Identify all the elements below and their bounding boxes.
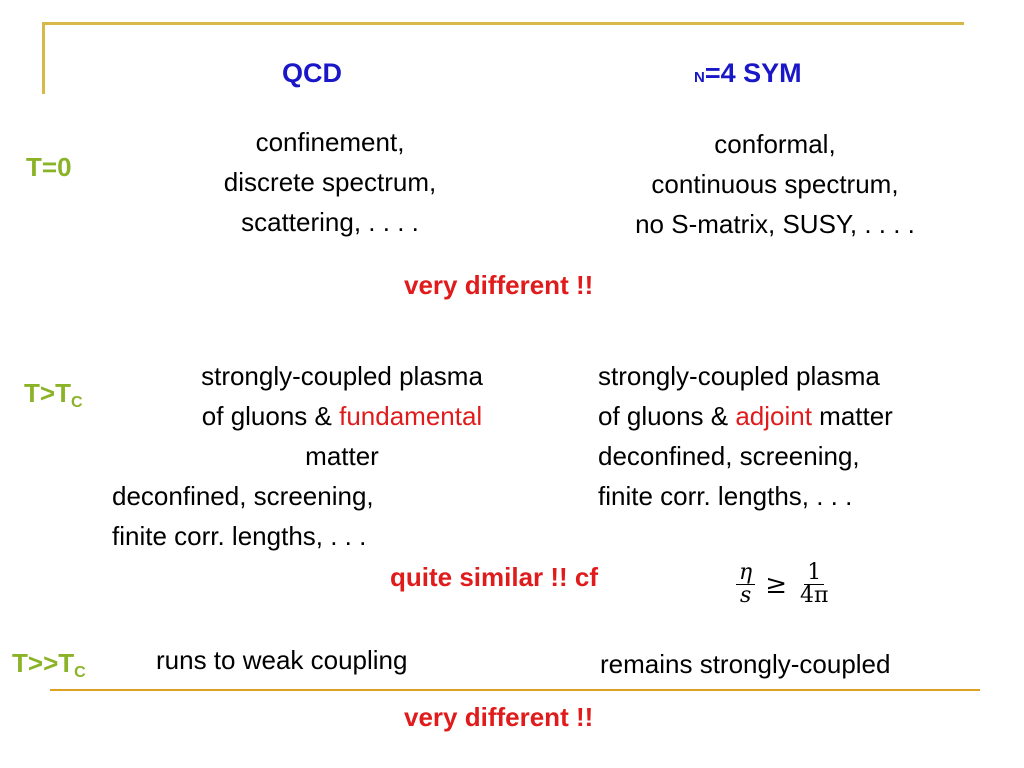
qcd-ttc-cell: strongly-coupled plasma of gluons & fund… bbox=[150, 356, 534, 476]
text-line: matter bbox=[305, 441, 379, 471]
verdict-ttc: quite similar !! cf bbox=[390, 562, 599, 592]
left-rule bbox=[42, 22, 45, 94]
text-line: no S-matrix, SUSY, . . . . bbox=[635, 209, 915, 239]
text-line: scattering, . . . . bbox=[241, 207, 419, 237]
fundamental-highlight: fundamental bbox=[339, 401, 483, 431]
adjoint-highlight: adjoint bbox=[735, 401, 812, 431]
text-line: deconfined, screening, bbox=[598, 441, 860, 471]
script-n-symbol: N bbox=[694, 69, 705, 86]
verdict-tggtc: very different !! bbox=[404, 702, 594, 732]
text-line: continuous spectrum, bbox=[651, 169, 899, 199]
sym-t0-cell: conformal, continuous spectrum, no S-mat… bbox=[570, 124, 980, 244]
sym-tggtc-cell: remains strongly-coupled bbox=[600, 649, 891, 679]
row-label-ttc: T>TC bbox=[24, 378, 83, 411]
eta-over-s: η s bbox=[736, 562, 756, 607]
text-line: discrete spectrum, bbox=[223, 167, 437, 197]
geq-symbol: ≥ bbox=[765, 569, 787, 600]
text-line: strongly-coupled plasma bbox=[598, 361, 880, 391]
sym-ttc-cell: strongly-coupled plasma of gluons & adjo… bbox=[598, 356, 998, 516]
viscosity-bound-formula: η s ≥ 1 4π bbox=[736, 562, 831, 607]
qcd-tggtc-cell: runs to weak coupling bbox=[156, 645, 408, 675]
text-line: conformal, bbox=[714, 129, 836, 159]
text-line: of gluons & fundamental bbox=[201, 401, 483, 431]
text-line: confinement, bbox=[255, 127, 405, 157]
row-label-t0: T=0 bbox=[26, 152, 72, 182]
verdict-t0: very different !! bbox=[404, 270, 594, 300]
one-over-four-pi: 1 4π bbox=[799, 560, 829, 608]
text-line: strongly-coupled plasma bbox=[201, 361, 483, 391]
text-line: deconfined, screening, bbox=[112, 481, 374, 511]
qcd-t0-cell: confinement, discrete spectrum, scatteri… bbox=[160, 122, 500, 242]
qcd-heading: QCD bbox=[282, 58, 342, 88]
top-rule bbox=[42, 22, 964, 25]
text-line: finite corr. lengths, . . . bbox=[598, 481, 853, 511]
qcd-ttc-cell-extra: deconfined, screening, finite corr. leng… bbox=[112, 476, 512, 556]
bottom-rule bbox=[50, 689, 980, 691]
row-label-tggtc: T>>TC bbox=[12, 648, 86, 681]
text-line: finite corr. lengths, . . . bbox=[112, 521, 367, 551]
sym-heading: N=4 SYM bbox=[694, 58, 802, 88]
text-line: of gluons & adjoint matter bbox=[598, 401, 893, 431]
